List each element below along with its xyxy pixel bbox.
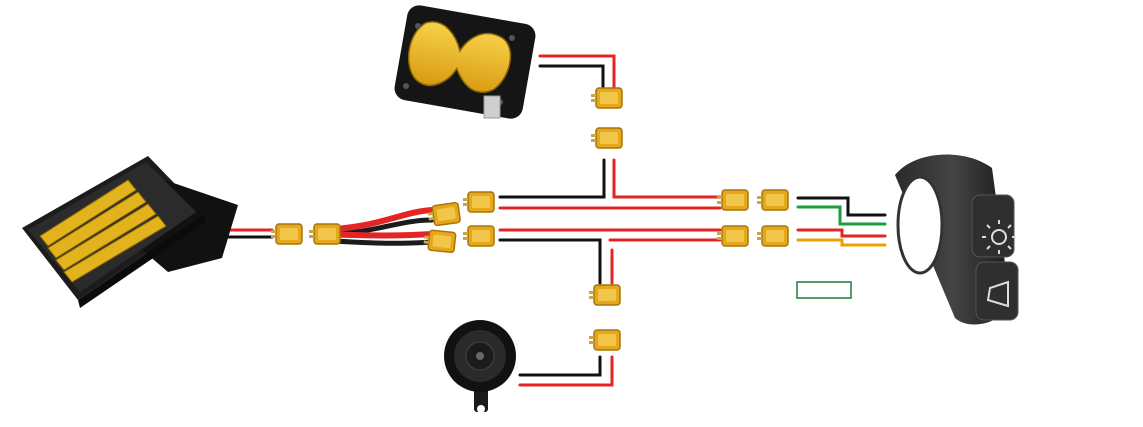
xt60-connector bbox=[590, 87, 623, 109]
xt60-connector bbox=[716, 225, 749, 247]
work-light bbox=[394, 5, 536, 119]
horn-icon bbox=[986, 280, 1009, 308]
wire-light-red bbox=[538, 54, 616, 90]
wire-upper-black bbox=[498, 158, 606, 199]
xt60-connector bbox=[462, 225, 495, 247]
wire-switch-red bbox=[796, 228, 887, 238]
wire-switch-yellow bbox=[796, 238, 887, 247]
light-icon bbox=[982, 220, 1016, 254]
xt60-connector bbox=[588, 284, 621, 306]
xt60-connector bbox=[308, 223, 341, 245]
xt60-connector bbox=[756, 189, 789, 211]
xt60-connector bbox=[426, 201, 462, 228]
battery-cells bbox=[39, 179, 167, 283]
wire-switch-black bbox=[796, 196, 887, 217]
wire-light-black bbox=[538, 64, 605, 90]
xt60-connector bbox=[756, 225, 789, 247]
xt60-connector bbox=[590, 127, 623, 149]
xt60-connector bbox=[588, 329, 621, 351]
wire-lower-black bbox=[498, 238, 602, 285]
horn bbox=[444, 320, 516, 413]
wire-horn-black bbox=[518, 355, 602, 377]
handlebar-switch bbox=[895, 154, 1019, 325]
wire-horn-red bbox=[518, 355, 614, 387]
xt60-connector bbox=[716, 189, 749, 211]
wire-upper-red-top bbox=[612, 158, 722, 199]
xt60-connector bbox=[270, 223, 303, 245]
battery-pack bbox=[22, 156, 238, 308]
connectors bbox=[270, 87, 789, 351]
annotation-frame bbox=[796, 281, 852, 299]
wires bbox=[196, 54, 887, 387]
wire-switch-green bbox=[796, 205, 887, 226]
xt60-connector bbox=[462, 191, 495, 213]
